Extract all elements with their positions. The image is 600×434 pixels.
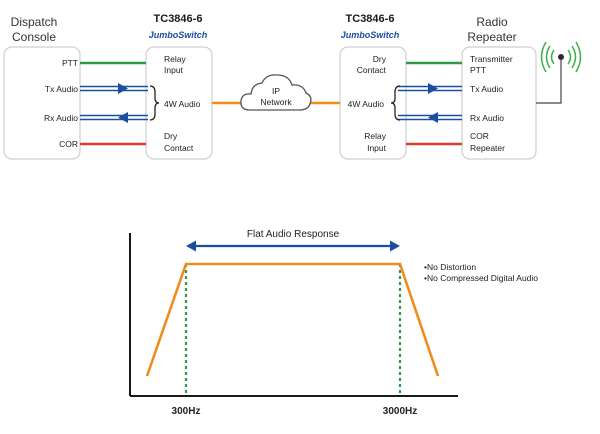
left-relay-label-1: Relay — [164, 54, 186, 64]
port-cor: COR — [59, 139, 78, 149]
right-4w-audio-label: 4W Audio — [348, 99, 385, 109]
tx-audio-arrow-right-2 — [428, 83, 438, 94]
tx-audio-arrow-right — [118, 83, 128, 94]
bullet-no-compressed: •No Compressed Digital Audio — [424, 273, 538, 283]
right-dry-label-2: Contact — [357, 65, 387, 75]
left-4w-audio-label: 4W Audio — [164, 99, 201, 109]
port-ptt: PTT — [62, 58, 78, 68]
right-relay-label-1: Relay — [364, 131, 386, 141]
left-relay-label-2: Input — [164, 65, 184, 75]
right-switch-model: TC3846-6 — [346, 13, 395, 25]
repeater-tx-ptt-1: Transmitter — [470, 54, 513, 64]
network-label-1: IP — [272, 86, 280, 96]
bullet-no-distortion: •No Distortion — [424, 262, 476, 272]
bandwidth-arrow-right-head — [390, 240, 400, 252]
repeater-tx-ptt-2: PTT — [470, 65, 486, 75]
audio-response-chart: Flat Audio Response •No Distortion •No C… — [129, 229, 538, 417]
right-audio-brace — [390, 85, 401, 121]
tick-3000hz: 3000Hz — [383, 406, 417, 417]
left-switch-model: TC3846-6 — [154, 13, 203, 25]
repeater-rx-audio: Rx Audio — [470, 113, 504, 123]
right-device-title-2: Repeater — [467, 30, 516, 44]
network-label-2: Network — [260, 97, 292, 107]
chart-title: Flat Audio Response — [247, 229, 340, 240]
right-device-title-1: Radio — [476, 15, 508, 29]
left-dry-label-2: Contact — [164, 143, 194, 153]
left-device-title-1: Dispatch — [11, 15, 58, 29]
left-device-title-2: Console — [12, 30, 56, 44]
tick-300hz: 300Hz — [172, 406, 201, 417]
rx-audio-arrow-left — [118, 112, 128, 123]
antenna-cable — [536, 60, 562, 104]
port-rx-audio: Rx Audio — [44, 113, 78, 123]
left-dry-label-1: Dry — [164, 131, 178, 141]
antenna-icon — [540, 41, 582, 73]
left-switch-brand: JumboSwitch — [149, 30, 208, 40]
repeater-cor-2: Repeater — [470, 143, 505, 153]
right-relay-label-2: Input — [367, 143, 387, 153]
bandwidth-arrow-left-head — [186, 240, 196, 252]
repeater-tx-audio: Tx Audio — [470, 84, 503, 94]
port-tx-audio: Tx Audio — [45, 84, 78, 94]
response-curve — [145, 262, 440, 377]
cloud-icon — [240, 74, 312, 111]
repeater-cor-1: COR — [470, 131, 489, 141]
left-audio-brace — [149, 85, 160, 121]
rx-audio-arrow-left-2 — [428, 112, 438, 123]
right-dry-label-1: Dry — [373, 54, 387, 64]
right-switch-brand: JumboSwitch — [341, 30, 400, 40]
dispatch-console-box — [3, 46, 81, 160]
